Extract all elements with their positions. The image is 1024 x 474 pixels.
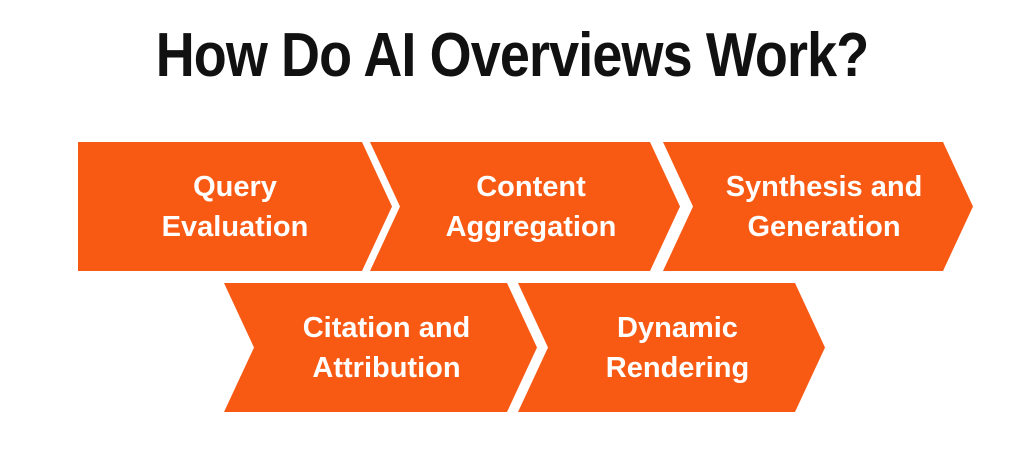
- step-label-line: Attribution: [312, 351, 461, 384]
- step-label-line: Dynamic: [617, 311, 738, 344]
- step-label-line: Synthesis and: [725, 170, 923, 203]
- step-label-line: Evaluation: [161, 210, 309, 243]
- step-label-line: Content: [476, 170, 586, 203]
- step-label-line: Citation and: [302, 311, 471, 344]
- step-synthesis-and-generation: Synthesis and Generation: [663, 142, 973, 271]
- step-citation-and-attribution: Citation and Attribution: [224, 283, 537, 412]
- step-dynamic-rendering: Dynamic Rendering: [518, 283, 825, 412]
- step-label-line: Query: [193, 170, 277, 203]
- step-query-evaluation: Query Evaluation: [78, 142, 392, 271]
- step-label-line: Generation: [747, 210, 901, 243]
- page-title: How Do AI Overviews Work?: [155, 21, 869, 90]
- step-label-line: Aggregation: [445, 210, 617, 243]
- step-label-line: Rendering: [605, 351, 750, 384]
- step-content-aggregation: Content Aggregation: [370, 142, 680, 271]
